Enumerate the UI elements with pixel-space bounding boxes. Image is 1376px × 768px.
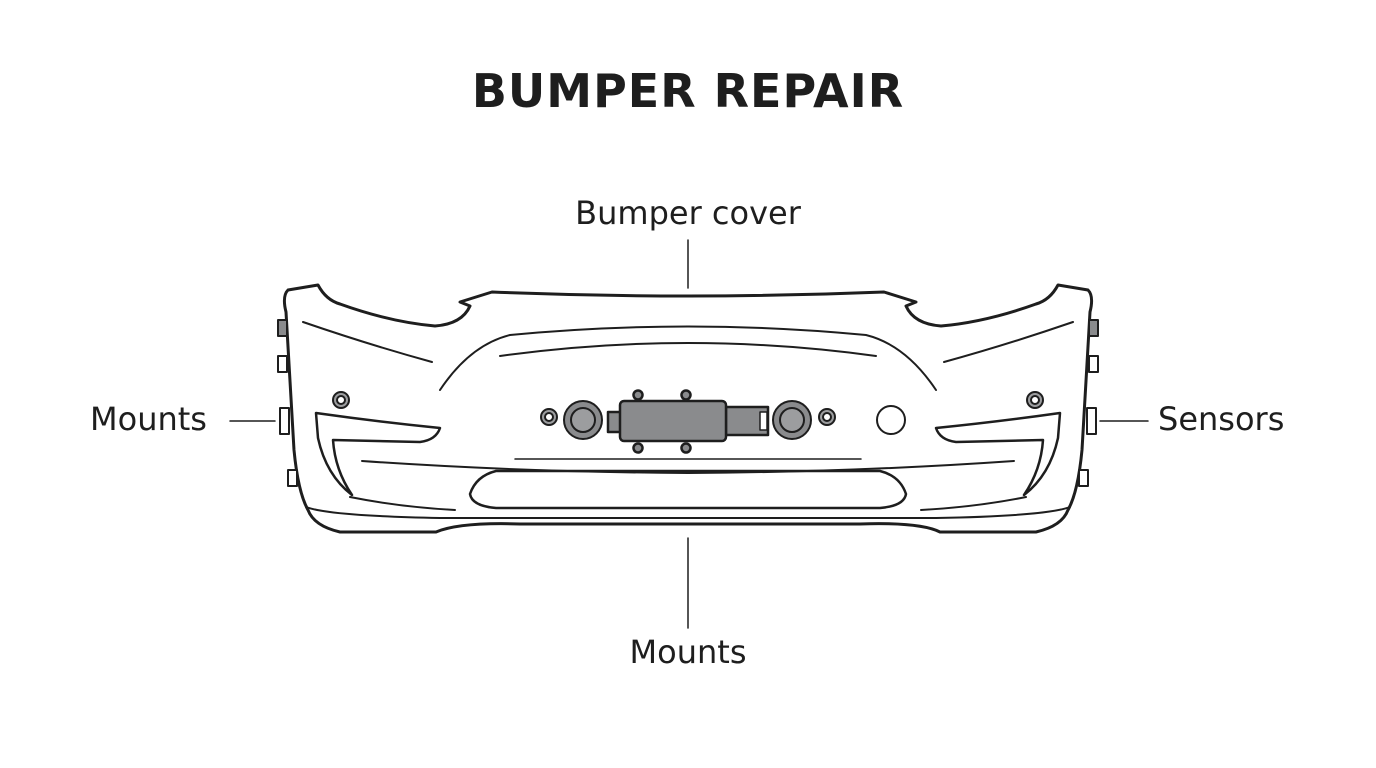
label-mounts-left: Mounts	[90, 400, 207, 438]
crease-lower-left	[361, 460, 1015, 474]
crease-upper-right	[943, 321, 1074, 363]
grille-arc-inner	[499, 342, 877, 357]
label-sensors: Sensors	[1158, 400, 1285, 438]
parking-sensors	[332, 391, 1044, 440]
label-bumper-cover: Bumper cover	[575, 194, 801, 232]
fog-light-left	[314, 411, 442, 497]
grille-arc-outer	[439, 325, 937, 391]
diagram-title: BUMPER REPAIR	[471, 64, 905, 118]
mount-tabs-right	[1078, 319, 1099, 487]
label-mounts-bottom: Mounts	[629, 633, 747, 671]
lower-grille	[468, 469, 908, 510]
center-mount-bracket	[606, 389, 770, 454]
bumper-cover-outline	[282, 283, 1094, 534]
bumper-lower-lip	[305, 506, 1071, 519]
mount-tabs-left	[277, 319, 298, 487]
crease-lower-side-left	[349, 496, 456, 511]
fog-light-right	[934, 411, 1062, 497]
crease-upper-left	[302, 321, 433, 363]
crease-lower-side-right	[920, 496, 1027, 511]
